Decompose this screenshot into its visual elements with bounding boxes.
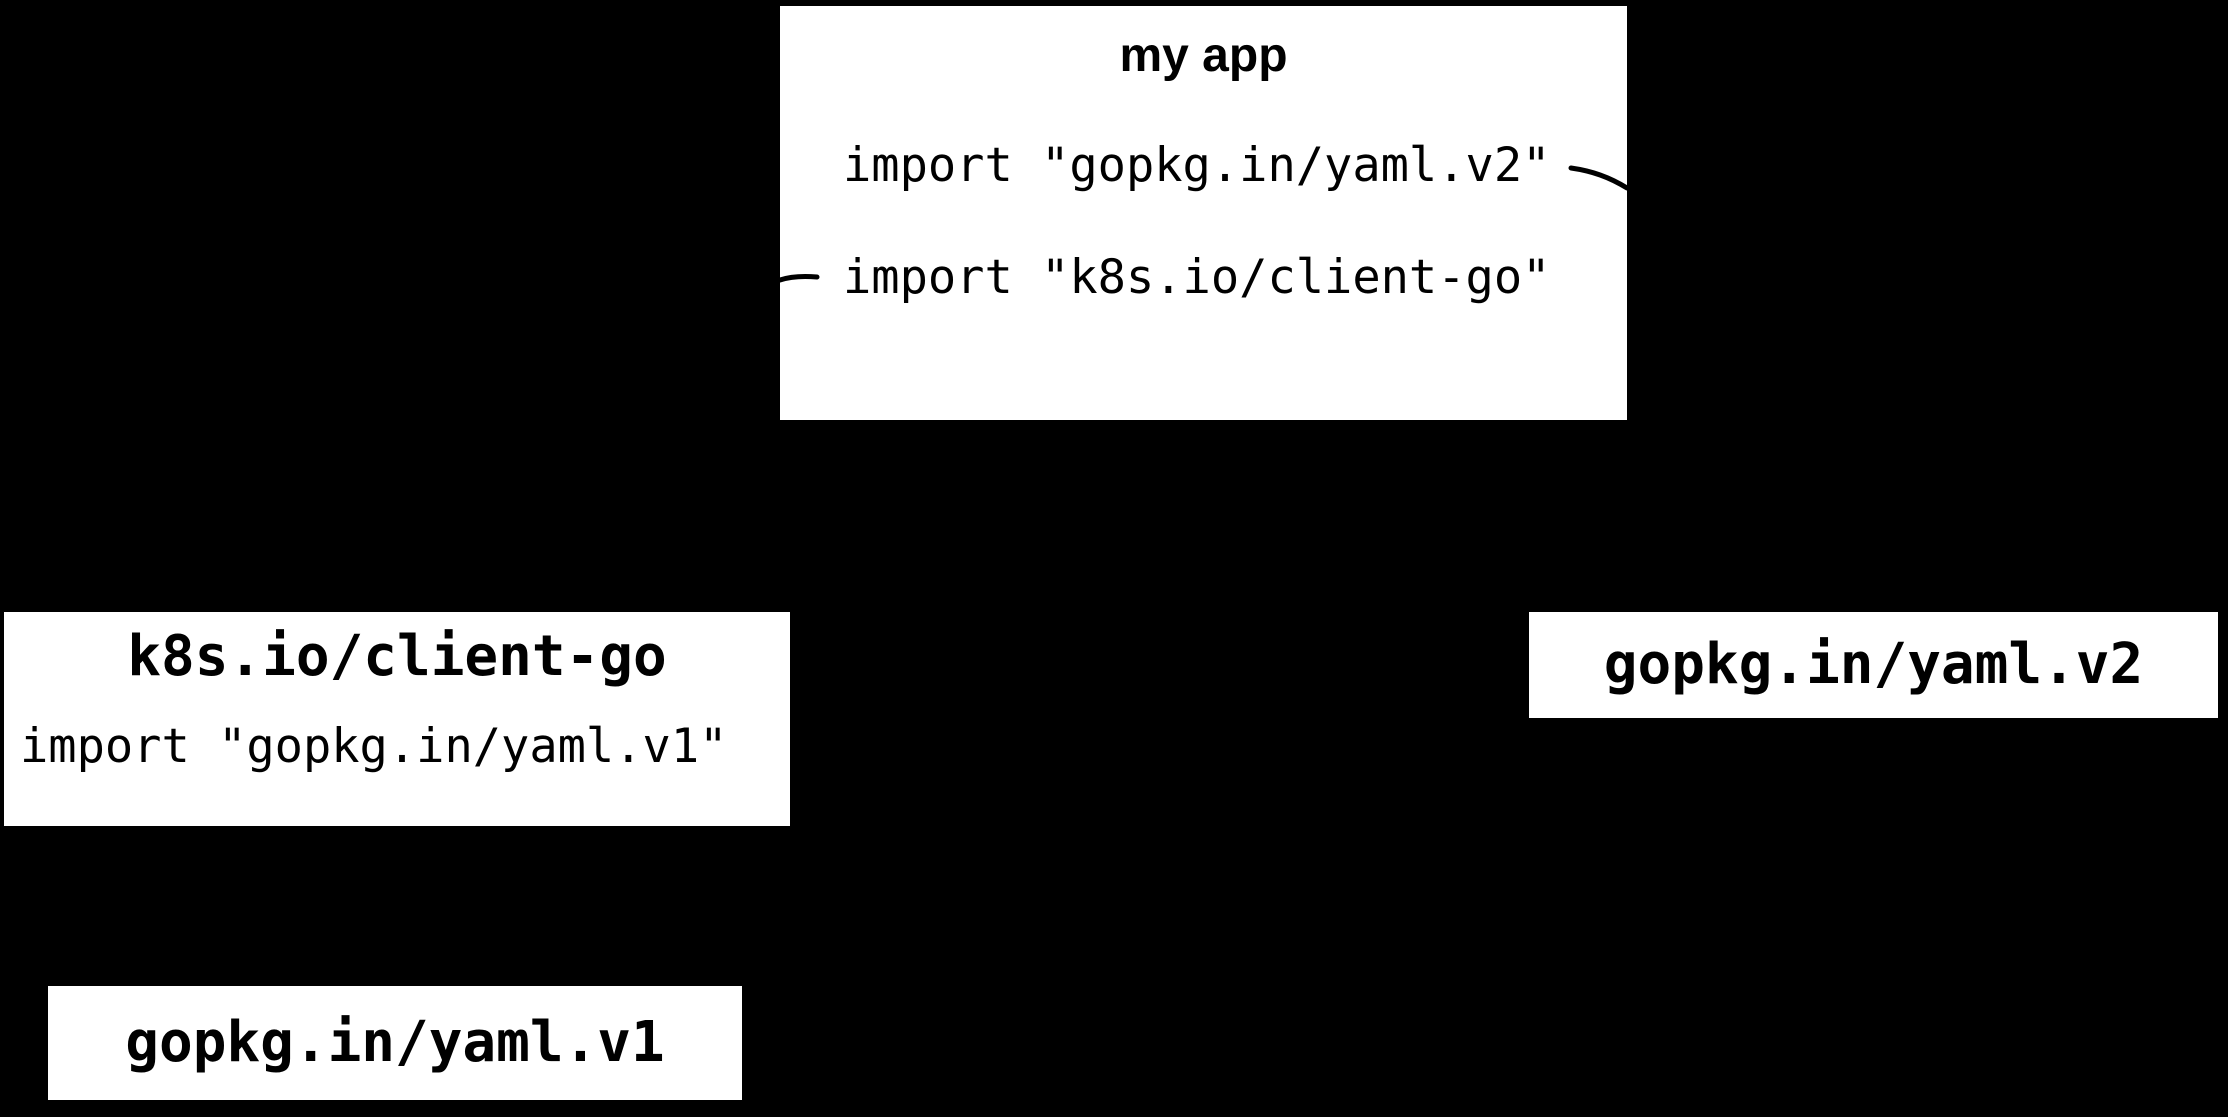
yaml-v1-title: gopkg.in/yaml.v1 [125,1010,665,1075]
yaml-v2-title: gopkg.in/yaml.v2 [1603,632,2144,697]
my-app-import-client-go: import "k8s.io/client-go" [843,250,1551,305]
client-go-import-yaml-v1: import "gopkg.in/yaml.v1" [20,719,728,774]
my-app-box: my app import "gopkg.in/yaml.v2" import … [780,6,1627,420]
client-go-title: k8s.io/client-go [127,624,667,689]
yaml-v2-box: gopkg.in/yaml.v2 [1529,612,2218,718]
my-app-import-yaml-v2: import "gopkg.in/yaml.v2" [843,138,1551,193]
yaml-v1-box: gopkg.in/yaml.v1 [48,986,742,1100]
client-go-box: k8s.io/client-go import "gopkg.in/yaml.v… [4,612,790,826]
my-app-title: my app [1119,29,1288,82]
